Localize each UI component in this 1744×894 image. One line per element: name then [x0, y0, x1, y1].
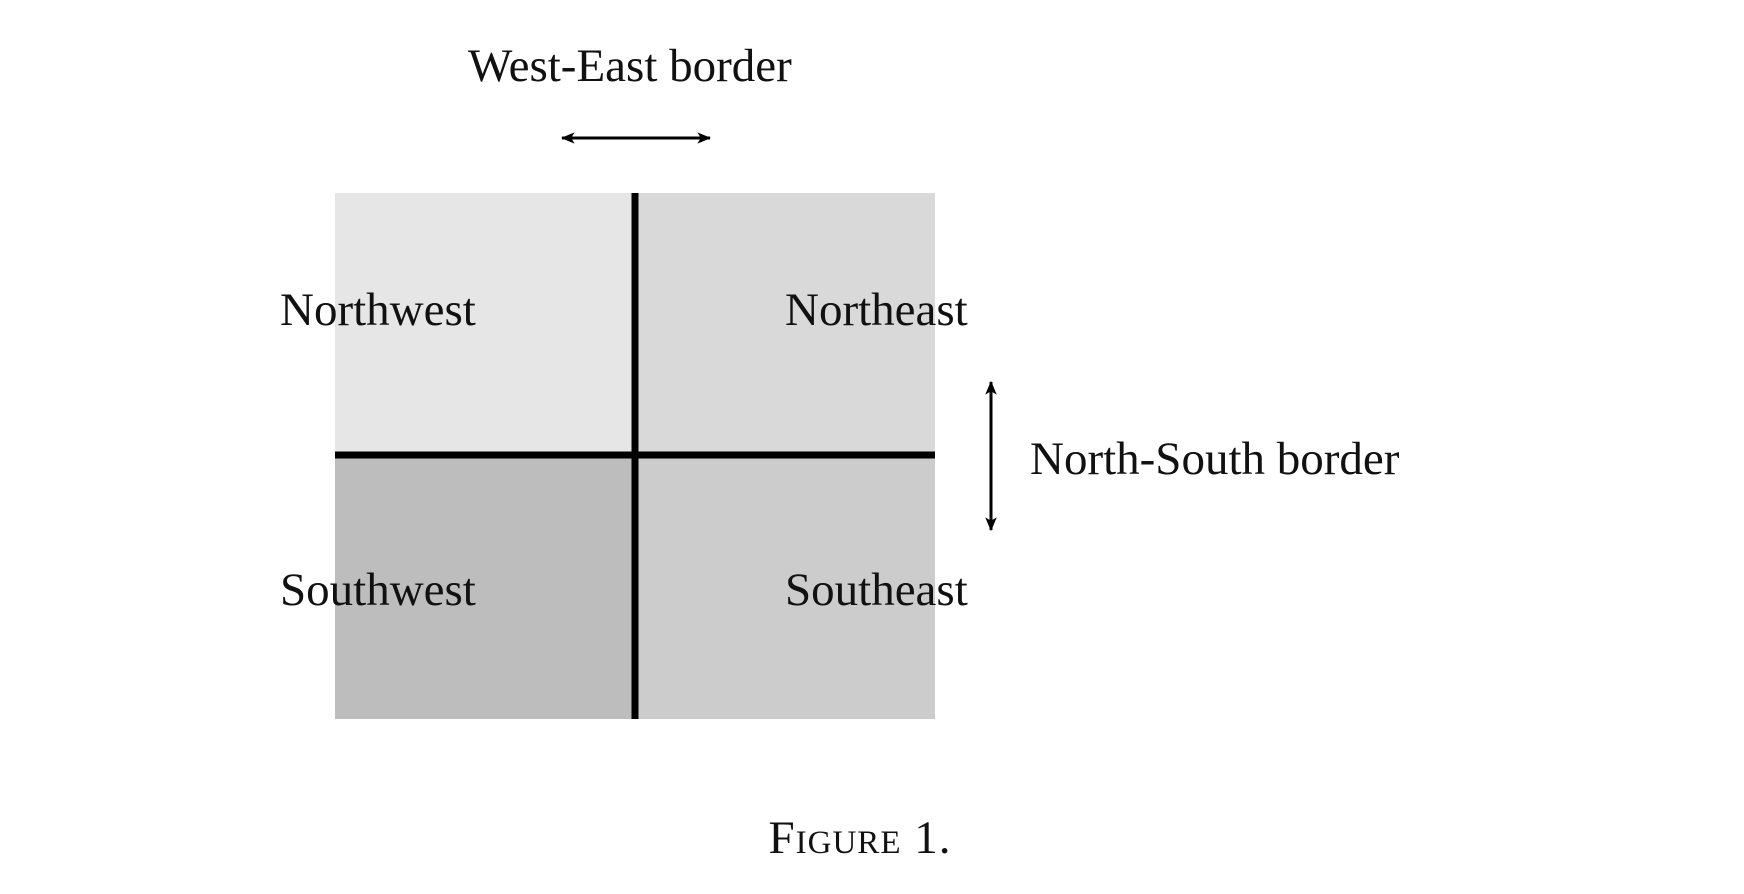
- northwest-region: [335, 193, 635, 455]
- southwest-label: Southwest: [280, 564, 476, 616]
- southwest-region: [335, 455, 635, 719]
- southeast-region: [635, 455, 935, 719]
- west-east-border-label: West-East border: [468, 40, 792, 92]
- northwest-label: Northwest: [280, 284, 476, 336]
- north-south-border-label: North-South border: [1030, 433, 1400, 485]
- figure-caption: Figure 1.: [769, 812, 952, 864]
- northeast-label: Northeast: [785, 284, 968, 336]
- northeast-region: [635, 193, 935, 455]
- southeast-label: Southeast: [785, 564, 968, 616]
